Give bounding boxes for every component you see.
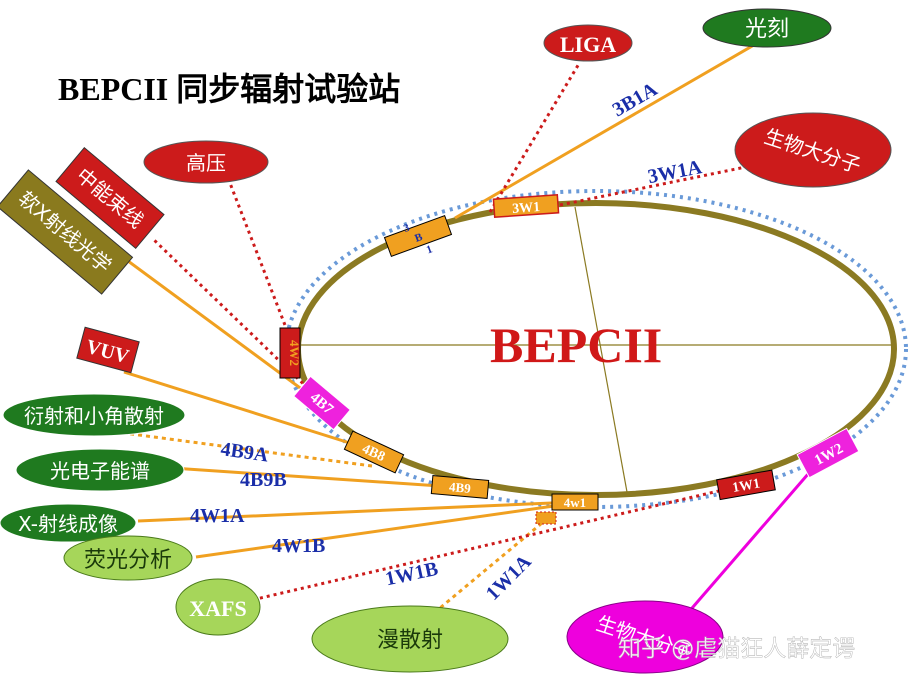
beamline-3w1a [559, 158, 781, 207]
station-xray-imaging: X-射线成像 [0, 503, 137, 543]
station-liga: LIGA [543, 24, 633, 62]
port-block-small [535, 511, 557, 525]
station-diffraction: 衍射和小角散射 [2, 393, 186, 437]
port-4w1: 4w1 [551, 493, 599, 511]
beamline-3b1a [454, 36, 767, 220]
beamline-vuv [123, 370, 373, 452]
beamline-soft-xray [123, 256, 331, 412]
port-4b8: 4B8 [343, 430, 405, 474]
station-photoelectron-label: 光电子能谱 [50, 459, 150, 483]
station-photoelectron: 光电子能谱 [15, 448, 185, 492]
station-bio-macro-bottom: 生物大分子 [566, 600, 724, 674]
label-4b9a: 4B9A [219, 438, 270, 467]
station-fluorescence: 荧光分析 [63, 535, 193, 581]
label-3w1a: 3W1A [646, 156, 704, 188]
station-diffuse: 漫散射 [311, 605, 509, 673]
port-3w1-label: 3W1 [512, 200, 541, 217]
beamline-4b9a [123, 431, 373, 468]
beamline-liga [488, 61, 582, 213]
port-1w1: 1W1 [716, 469, 776, 501]
port-1w2: 1W2 [796, 427, 860, 479]
beamline-high-pressure [226, 177, 292, 339]
label-1w1b: 1W1B [383, 558, 440, 591]
beamline-4w1a [137, 500, 576, 523]
station-xafs-label: XAFS [189, 596, 246, 621]
port-3b1-label-b: B [413, 231, 425, 245]
station-vuv: VUV [76, 326, 140, 374]
ring-label: BEPCII [490, 317, 662, 373]
beamline-1w2 [678, 465, 817, 623]
station-xafs: XAFS [175, 578, 261, 636]
label-4w1b: 4W1B [272, 535, 325, 557]
diagram-title: BEPCII 同步辐射试验站 [58, 71, 400, 107]
station-diffuse-label: 漫散射 [377, 628, 443, 653]
station-liga-label: LIGA [560, 32, 616, 57]
port-3b1-label-a: 3 [402, 222, 412, 235]
beamline-4w1b [195, 501, 576, 559]
port-4b9-label: 4B9 [449, 479, 472, 496]
station-lithography-label: 光刻 [745, 17, 789, 42]
port-4w2: 4W2 [279, 327, 302, 379]
label-4w1a: 4W1A [190, 505, 245, 527]
label-4b9b: 4B9B [240, 469, 287, 491]
station-bio-macro-top: 生物大分子 [734, 112, 892, 188]
port-3w1: 3W1 [492, 193, 560, 219]
port-4w1-label: 4w1 [564, 495, 586, 510]
station-lithography: 光刻 [702, 8, 832, 48]
port-4b9: 4B9 [430, 475, 490, 499]
port-3b1: 3 B 1 [383, 215, 453, 257]
station-xray-imaging-label: X-射线成像 [18, 512, 118, 536]
port-4w2-label: 4W2 [287, 340, 302, 366]
ring-axis-vertical [574, 206, 628, 493]
station-diffraction-label: 衍射和小角散射 [24, 404, 164, 428]
port-1w1-label: 1W1 [731, 476, 761, 496]
station-fluorescence-label: 荧光分析 [84, 548, 172, 573]
beamline-4b9b [171, 466, 456, 489]
station-high-pressure-label: 高压 [186, 151, 226, 175]
label-1w1a: 1W1A [482, 550, 536, 604]
port-3b1-label-c: 1 [425, 243, 434, 256]
watermark: 知乎 @虐猫狂人薛定谔 [618, 636, 855, 662]
station-high-pressure: 高压 [143, 140, 269, 184]
